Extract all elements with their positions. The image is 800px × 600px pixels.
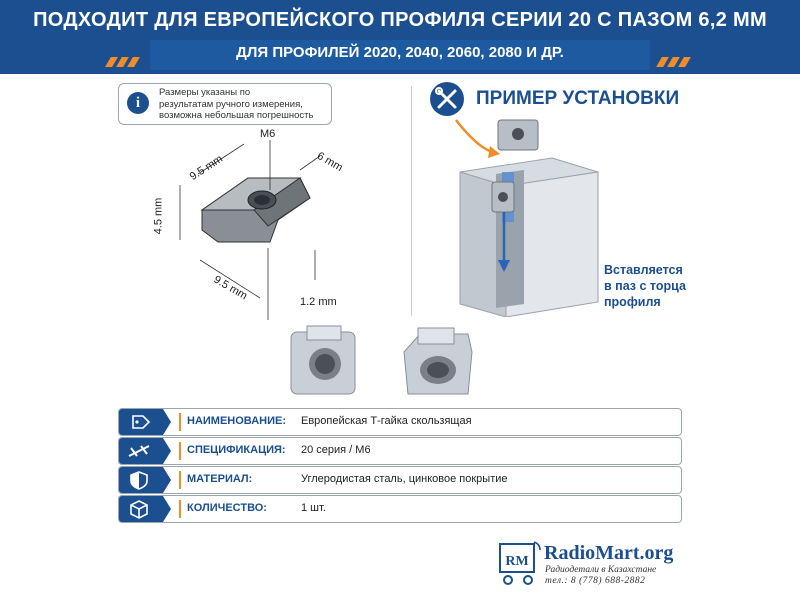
spec-separator [179, 442, 181, 460]
spec-value: Углеродистая сталь, цинковое покрытие [301, 473, 508, 485]
decor-stripes-left [105, 54, 141, 67]
thread-label: M6 [260, 128, 276, 140]
header-banner: ПОДХОДИТ ДЛЯ ЕВРОПЕЙСКОГО ПРОФИЛЯ СЕРИИ … [0, 0, 800, 74]
t-nut-photo-front [290, 325, 356, 395]
caption-line: Вставляется [604, 263, 683, 277]
page-subtitle: ДЛЯ ПРОФИЛЕЙ 2020, 2040, 2060, 2080 И ДР… [236, 44, 564, 61]
spec-row-quantity: КОЛИЧЕСТВО: 1 шт. [118, 495, 682, 523]
vertical-divider [411, 86, 412, 316]
t-nut-photo-angled [403, 327, 473, 395]
tag-icon [119, 409, 171, 435]
decor-stripes-right [656, 54, 692, 67]
installation-illustration [455, 119, 599, 317]
logo-tagline: Радиодетали в Казахстане [545, 565, 657, 575]
dim-lip: 1.2 mm [300, 296, 337, 308]
spec-separator [179, 500, 181, 518]
spec-row-material: МАТЕРИАЛ: Углеродистая сталь, цинковое п… [118, 466, 682, 494]
section-title-installation: ПРИМЕР УСТАНОВКИ [476, 88, 680, 109]
spec-key: КОЛИЧЕСТВО: [187, 502, 267, 514]
logo-phone: тел.: 8 (778) 688-2882 [545, 576, 646, 586]
spec-row-specification: СПЕЦИФИКАЦИЯ: 20 серия / М6 [118, 437, 682, 465]
measurement-note: i Размеры указаны по результатам ручного… [118, 83, 332, 125]
logo-cart-icon: RM [499, 541, 541, 585]
box-icon [119, 496, 171, 522]
spec-key: СПЕЦИФИКАЦИЯ: [187, 444, 286, 456]
note-line: Размеры указаны по [159, 87, 251, 98]
logo-name: RadioMart.org [544, 542, 674, 564]
spec-key: НАИМЕНОВАНИЕ: [187, 415, 286, 427]
logo-mark: RM [505, 554, 528, 569]
caption-line: в паз с торца [604, 279, 686, 293]
subtitle-band [150, 40, 650, 70]
note-text: Размеры указаны по результатам ручного и… [159, 87, 314, 122]
dim-height: 4.5 mm [152, 197, 165, 235]
shield-icon [119, 467, 171, 493]
spec-value: 1 шт. [301, 502, 326, 514]
installation-caption: Вставляется в паз с торца профиля [604, 262, 686, 310]
caption-line: профиля [604, 295, 661, 309]
spec-key: МАТЕРИАЛ: [187, 473, 253, 485]
spec-separator [179, 413, 181, 431]
spec-row-name: НАИМЕНОВАНИЕ: Европейская Т-гайка скольз… [118, 408, 682, 436]
info-icon: i [127, 92, 149, 114]
spec-separator [179, 471, 181, 489]
page-title: ПОДХОДИТ ДЛЯ ЕВРОПЕЙСКОГО ПРОФИЛЯ СЕРИИ … [33, 9, 767, 31]
t-nut-dimension-drawing [179, 140, 321, 320]
note-line: результатам ручного измерения, [159, 98, 303, 110]
spec-value: Европейская Т-гайка скользящая [301, 415, 472, 427]
tools-icon [430, 82, 464, 116]
spec-value: 20 серия / М6 [301, 444, 371, 456]
caliper-icon [119, 438, 171, 464]
note-line: возможна небольшая погрешность [159, 110, 314, 121]
